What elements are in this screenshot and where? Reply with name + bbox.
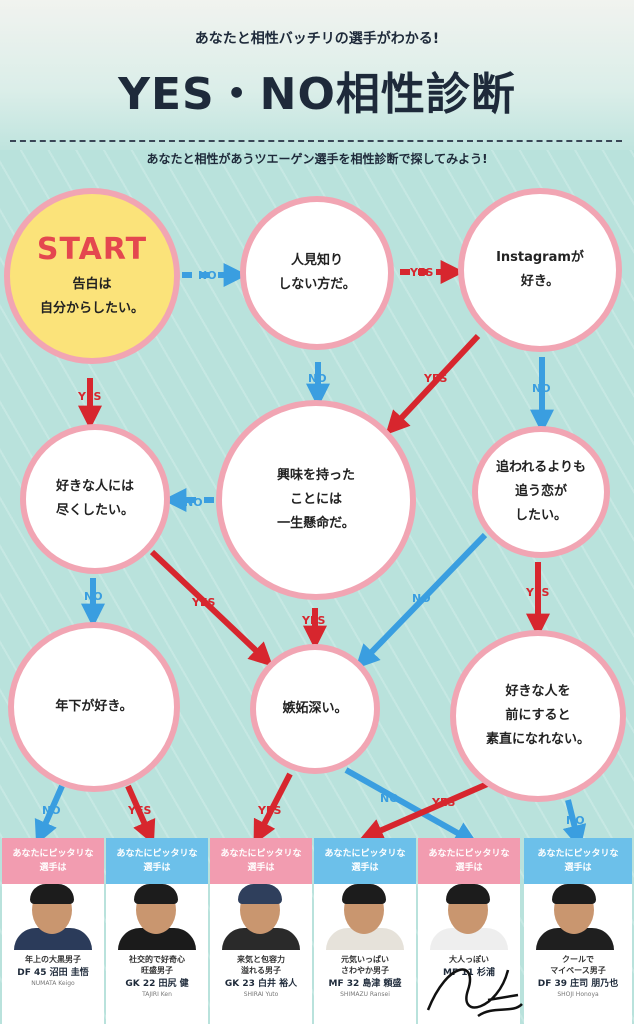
dashed-divider bbox=[10, 140, 622, 142]
arrow-owa-no bbox=[355, 532, 488, 669]
node-toshishita: 年下が好き。 bbox=[8, 622, 180, 792]
card-tagline: 元気いっぱい さわやか男子 bbox=[341, 955, 389, 975]
node-instagram: Instagramが 好き。 bbox=[458, 188, 622, 352]
player-card: あなたにピッタリな 選手は 元気いっぱい さわやか男子 MF 32 島津 頼盛 … bbox=[314, 838, 416, 1024]
card-header: あなたにピッタリな 選手は bbox=[106, 838, 208, 884]
node-sunao: 好きな人を 前にすると 素直になれない。 bbox=[450, 630, 626, 802]
player-card: あなたにピッタリな 選手は クールで マイペース男子 DF 39 庄司 朋乃也 … bbox=[524, 838, 632, 1024]
label-yes: YES bbox=[423, 372, 447, 385]
label-no: NO bbox=[532, 382, 551, 395]
node-text: 人見知り しない方だ。 bbox=[278, 253, 356, 292]
card-player-roma: NUMATA Keigo bbox=[31, 980, 75, 987]
card-header: あなたにピッタリな 選手は bbox=[2, 838, 104, 884]
node-suki-tsukusu: 好きな人には 尽くしたい。 bbox=[20, 424, 170, 574]
label-no: NO bbox=[308, 372, 327, 385]
player-photo bbox=[106, 884, 208, 950]
node-shitto: 嫉妬深い。 bbox=[250, 644, 380, 774]
player-card: あなたにピッタリな 選手は 大人っぽい MF 11 杉浦 bbox=[418, 838, 520, 1024]
label-no: NO bbox=[198, 269, 217, 282]
node-text: 告白は 自分からしたい。 bbox=[39, 276, 144, 316]
intro-text: あなたと相性があうツエーゲン選手を相性診断で探してみよう! bbox=[146, 152, 488, 166]
node-hitomishiri: 人見知り しない方だ。 bbox=[240, 196, 394, 350]
arrow-suki-yes bbox=[149, 549, 273, 667]
card-player-roma: TAJIRI Ken bbox=[142, 991, 172, 998]
player-photo bbox=[524, 884, 632, 950]
player-photo bbox=[418, 884, 520, 950]
node-owareru: 追われるよりも 追う恋が したい。 bbox=[472, 426, 610, 558]
player-photo bbox=[314, 884, 416, 950]
card-player-roma: SHIMAZU Ransei bbox=[340, 991, 390, 998]
label-yes: YES bbox=[409, 266, 433, 279]
card-header: あなたにピッタリな 選手は bbox=[524, 838, 632, 884]
card-header: あなたにピッタリな 選手は bbox=[418, 838, 520, 884]
node-text: 好きな人を 前にすると 素直になれない。 bbox=[485, 684, 590, 747]
label-yes: YES bbox=[525, 586, 549, 599]
arrow-shitto-no bbox=[344, 767, 479, 845]
arrow-toshi-yes bbox=[125, 784, 156, 845]
node-text: 嫉妬深い。 bbox=[282, 701, 348, 716]
card-player-name: MF 32 島津 頼盛 bbox=[328, 979, 402, 989]
label-yes: YES bbox=[431, 796, 455, 809]
label-no: NO bbox=[380, 792, 399, 805]
start-label: START bbox=[36, 231, 148, 267]
node-kyomi: 興味を持った ことには 一生懸命だ。 bbox=[216, 400, 416, 600]
card-player-name: DF 45 沼田 圭悟 bbox=[17, 968, 89, 978]
arrow-toshi-no bbox=[34, 784, 65, 845]
label-yes: YES bbox=[127, 804, 151, 817]
card-tagline: 社交的で好奇心 旺盛男子 bbox=[129, 955, 185, 975]
label-yes: YES bbox=[77, 390, 101, 403]
arrow-sunao-no bbox=[562, 799, 587, 850]
node-text: 好きな人には 尽くしたい。 bbox=[55, 479, 134, 518]
card-player-name: GK 22 田尻 健 bbox=[125, 979, 189, 989]
label-yes: YES bbox=[257, 804, 281, 817]
player-photo bbox=[210, 884, 312, 950]
label-no: NO bbox=[42, 804, 61, 817]
label-yes: YES bbox=[301, 614, 325, 627]
card-header: あなたにピッタリな 選手は bbox=[314, 838, 416, 884]
node-text: 年下が好き。 bbox=[55, 699, 133, 714]
card-tagline: 年上の大黒男子 bbox=[25, 955, 81, 964]
card-header: あなたにピッタリな 選手は bbox=[210, 838, 312, 884]
arrow-shitto-yes bbox=[253, 772, 293, 845]
player-card: あなたにピッタリな 選手は 社交的で好奇心 旺盛男子 GK 22 田尻 健 TA… bbox=[106, 838, 208, 1024]
node-start: START 告白は 自分からしたい。 bbox=[4, 188, 180, 364]
card-tagline: 大人っぽい bbox=[449, 955, 489, 964]
label-yes: YES bbox=[191, 596, 215, 609]
subtitle: あなたと相性バッチリの選手がわかる! bbox=[194, 31, 440, 47]
signature-icon bbox=[426, 968, 523, 1018]
node-text: 興味を持った ことには 一生懸命だ。 bbox=[276, 468, 355, 531]
page-title: YES・NO相性診断 bbox=[118, 69, 516, 120]
label-no: NO bbox=[84, 590, 103, 603]
player-card: あなたにピッタリな 選手は 年上の大黒男子 DF 45 沼田 圭悟 NUMATA… bbox=[2, 838, 104, 1024]
node-text: Instagramが 好き。 bbox=[496, 250, 584, 289]
header-band bbox=[0, 0, 634, 150]
card-player-roma: SHOJI Honoya bbox=[557, 991, 599, 998]
card-tagline: クールで マイペース男子 bbox=[550, 955, 606, 975]
label-no: NO bbox=[566, 814, 585, 827]
arrow-insta-yes bbox=[385, 333, 481, 436]
card-tagline: 来気と包容力 溢れる男子 bbox=[237, 955, 285, 975]
label-no: NO bbox=[184, 496, 203, 509]
card-player-roma: SHIRAI Yuto bbox=[243, 991, 279, 998]
player-photo bbox=[2, 884, 104, 950]
card-player-name: DF 39 庄司 朋乃也 bbox=[537, 979, 619, 989]
arrow-sunao-yes bbox=[359, 779, 494, 842]
card-player-name: GK 23 白井 裕人 bbox=[224, 979, 298, 989]
player-card: あなたにピッタリな 選手は 来気と包容力 溢れる男子 GK 23 白井 裕人 S… bbox=[210, 838, 312, 1024]
label-no: NO bbox=[412, 592, 431, 605]
node-text: 追われるよりも 追う恋が したい。 bbox=[495, 460, 587, 523]
